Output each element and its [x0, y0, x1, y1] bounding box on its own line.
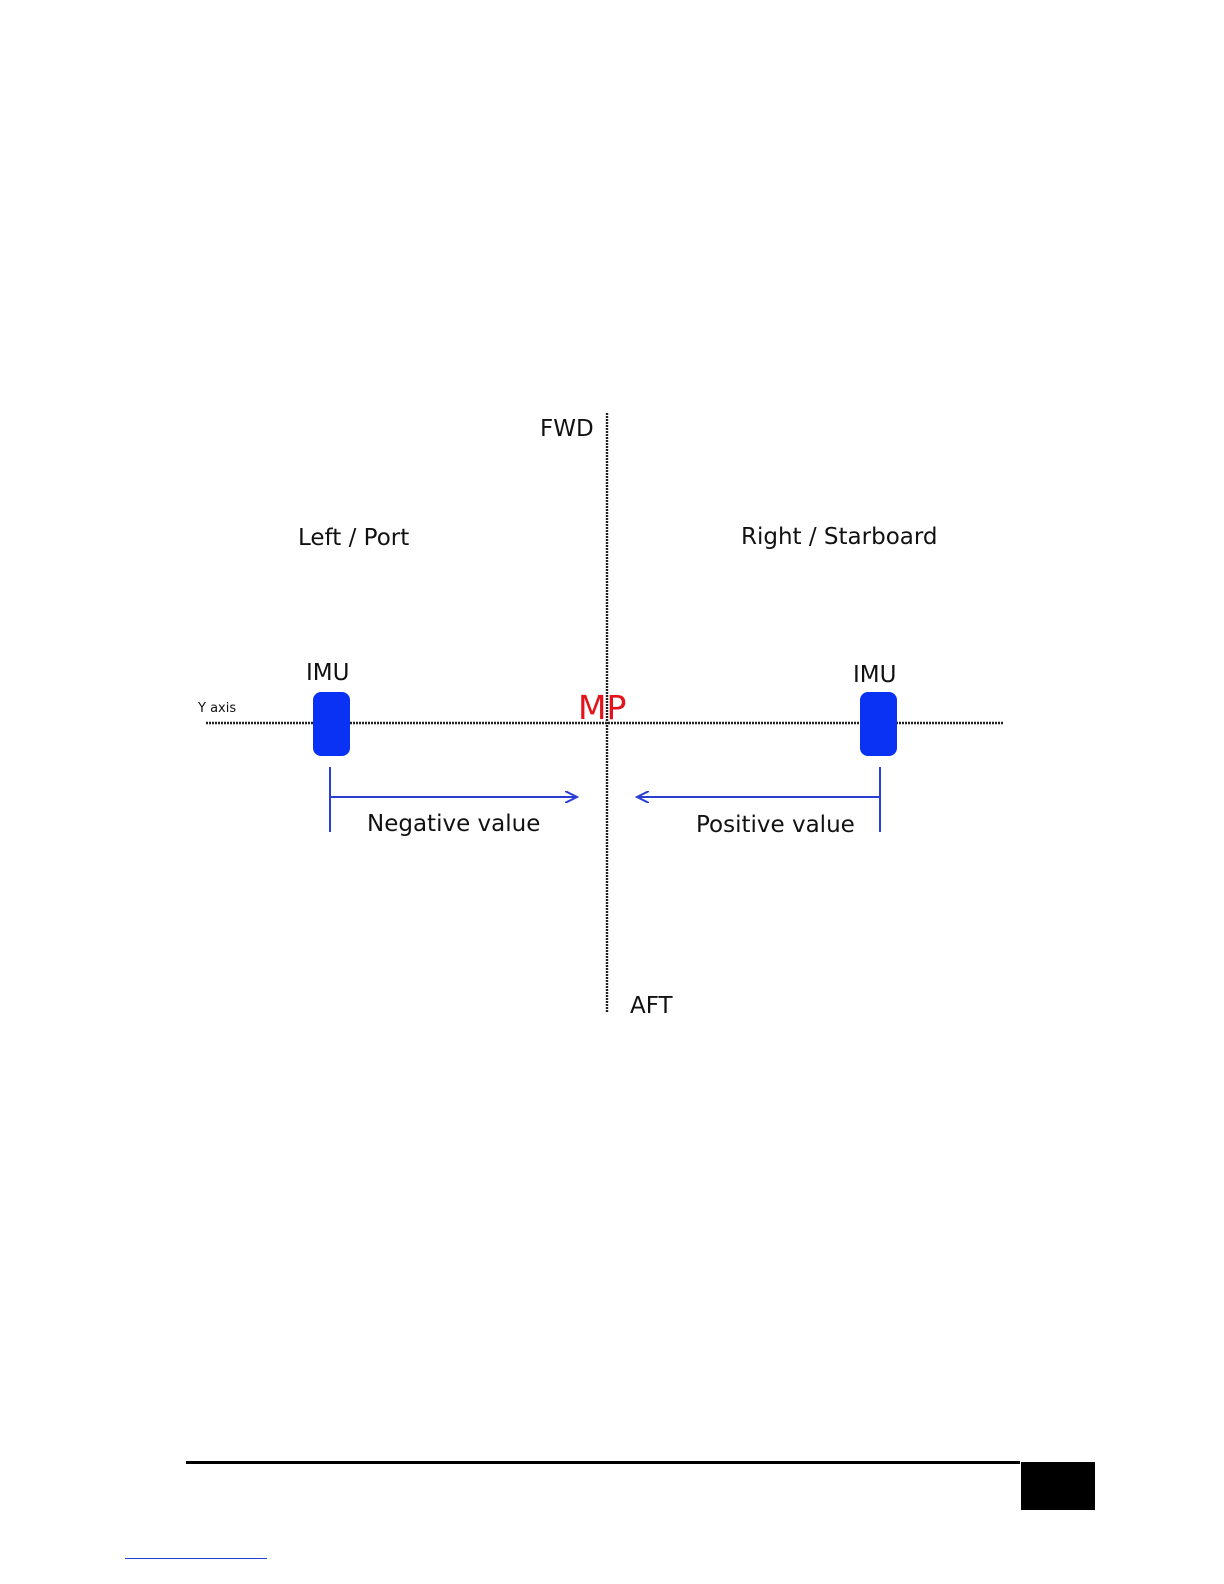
imu-left-block: [313, 692, 350, 756]
imu-right-label: IMU: [853, 662, 896, 688]
page-number-box: [1021, 1462, 1095, 1510]
fwd-label: FWD: [540, 416, 594, 442]
imu-right-block: [860, 692, 897, 756]
positive-value-label: Positive value: [696, 812, 855, 838]
y-axis-label: Y axis: [197, 701, 236, 716]
negative-value-label: Negative value: [367, 811, 540, 837]
mp-label: MP: [578, 688, 626, 727]
footer-rule: [186, 1461, 1020, 1464]
footer-link-underline[interactable]: [125, 1558, 267, 1559]
imu-left-label: IMU: [306, 660, 349, 686]
aft-label: AFT: [630, 993, 674, 1019]
right-starboard-label: Right / Starboard: [741, 524, 938, 550]
left-port-label: Left / Port: [298, 525, 409, 551]
